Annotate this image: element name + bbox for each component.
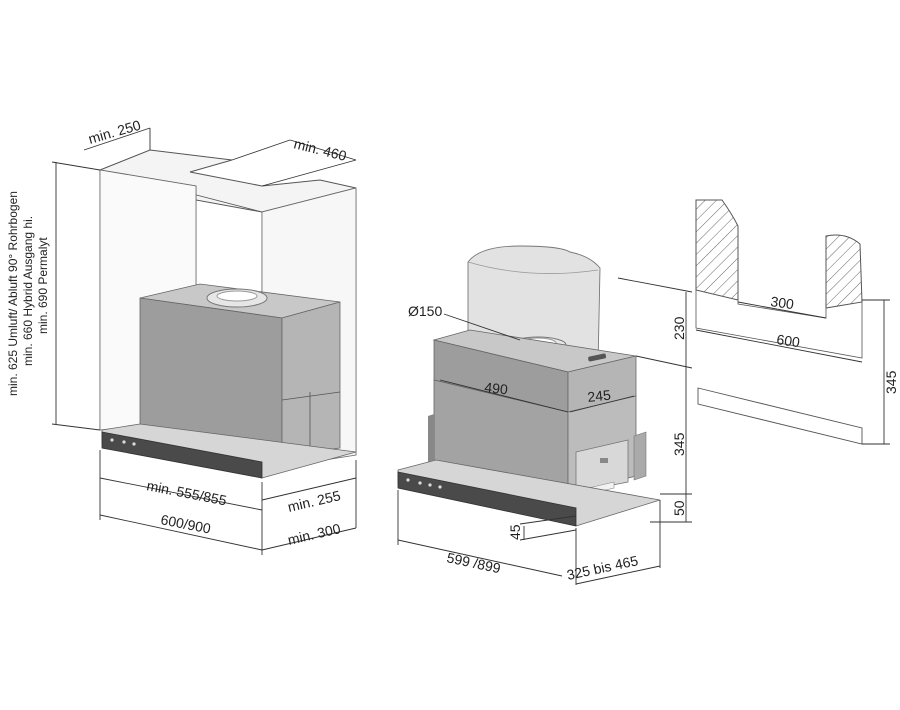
label-depth-300: min. 300 <box>286 520 342 548</box>
label-490: 490 <box>484 379 509 397</box>
label-min-460: min. 460 <box>292 135 348 164</box>
middle-dimensions <box>397 277 693 585</box>
label-245: 245 <box>587 387 612 405</box>
label-min-250: min. 250 <box>86 117 142 147</box>
label-45: 45 <box>507 524 523 540</box>
label-vertical-line-3: min. 690 Permalyt <box>36 237 50 334</box>
right-dimensions <box>695 299 890 445</box>
label-300: 300 <box>770 293 796 312</box>
label-230: 230 <box>671 316 687 340</box>
label-345-mid: 345 <box>671 432 687 456</box>
left-view: min. 250 min. 460 min. 625 Umluft/ Abluf… <box>6 117 357 555</box>
label-mid-width: 599 /899 <box>445 549 502 576</box>
wall-section-right <box>825 234 863 309</box>
hood-side <box>281 301 341 457</box>
label-50: 50 <box>671 500 687 516</box>
label-vertical-line-1: min. 625 Umluft/ Abluft 90° Rohrbogen <box>6 191 20 396</box>
wall-section-left <box>695 199 739 301</box>
label-diameter: Ø150 <box>408 303 442 319</box>
hood-front-panel <box>101 431 263 479</box>
label-vertical-line-2: min. 660 Hybrid Ausgang hi. <box>21 216 35 366</box>
mid-front-panel <box>397 471 577 527</box>
cover-plate <box>697 387 863 445</box>
label-width-outer: 600/900 <box>159 511 212 536</box>
left-dimensions <box>51 127 357 555</box>
label-600: 600 <box>776 331 802 350</box>
right-view: 300 600 345 <box>695 199 899 445</box>
hood-outlet-hole <box>216 290 258 302</box>
label-345-right: 345 <box>883 370 899 394</box>
middle-view: Ø150 490 245 230 345 50 45 599 /899 325 … <box>397 245 693 585</box>
label-width-inner: min. 555/855 <box>145 477 228 508</box>
label-depth-255: min. 255 <box>286 487 342 515</box>
